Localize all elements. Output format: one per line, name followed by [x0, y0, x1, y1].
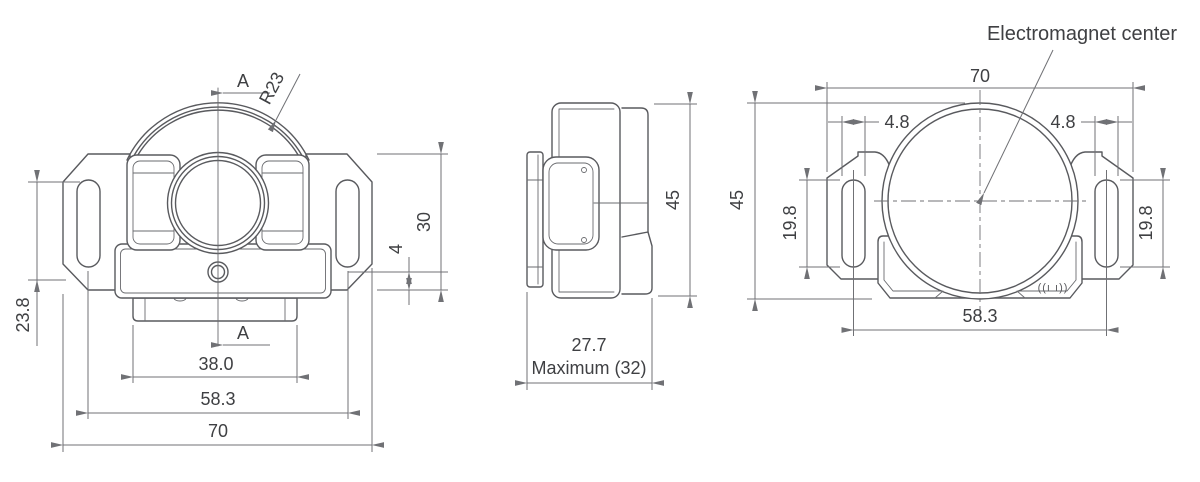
dim-slot-spacing: 58.3	[75, 271, 361, 419]
dim-overall-width: 70	[50, 268, 385, 452]
section-marker-top: A	[210, 71, 270, 96]
clamp-inner	[548, 162, 594, 245]
clamp-rivet	[581, 167, 587, 173]
channel-notch	[934, 290, 944, 299]
dim-slot-to-edge: 23.8	[13, 169, 80, 346]
dim-slot-width-right-label: 4.8	[1050, 112, 1075, 132]
dim-overall-width-label: 70	[970, 66, 990, 86]
dim-overall-width: 70	[814, 66, 1146, 172]
base-plate	[132, 297, 298, 322]
front-view: A R23 30 4 23	[13, 69, 448, 452]
dim-base-width: 38.0	[120, 325, 310, 383]
side-clamp-bracket	[542, 156, 600, 251]
dim-base-width-label: 38.0	[198, 354, 233, 374]
dim-depth: 27.7 Maximum (32)	[514, 292, 665, 390]
base-plate-notch	[235, 297, 249, 302]
section-marker-bottom: A	[210, 323, 270, 348]
radius-leader	[267, 73, 301, 133]
dim-slot-length-right-label: 19.8	[1136, 205, 1156, 240]
dim-flange-height: 30	[377, 141, 448, 303]
dim-depth-label: 27.7	[571, 335, 606, 355]
dim-slot-length-left: 19.8	[780, 167, 840, 280]
section-label-bottom: A	[237, 323, 249, 343]
dim-slot-length-left-label: 19.8	[780, 205, 800, 240]
center-callout: Electromagnet center	[976, 23, 1177, 206]
dim-height: 45	[654, 91, 697, 309]
dim-slot-to-edge-label: 23.8	[13, 297, 33, 332]
dim-slot-spacing-label: 58.3	[962, 306, 997, 326]
dim-step-label: 4	[386, 244, 406, 254]
dome-profile-upper	[621, 107, 649, 233]
side-view-geometry	[526, 102, 653, 299]
base-plate-outline	[132, 297, 298, 322]
dim-height-label: 45	[663, 190, 683, 210]
radius-label: R23	[255, 69, 288, 108]
section-label-top: A	[237, 71, 249, 91]
dim-slot-width-left-label: 4.8	[884, 112, 909, 132]
base-plate-notch	[173, 297, 187, 302]
dim-slot-width-left: 4.8	[828, 112, 910, 176]
dim-slot-spacing-label: 58.3	[200, 389, 235, 409]
dim-slot-spacing: 58.3	[841, 170, 1119, 336]
dome-profile-lower	[621, 231, 653, 295]
side-wing-plate	[526, 151, 544, 288]
rear-view-dimensions: Electromagnet center 70 4.8 4.8	[727, 23, 1177, 336]
dim-step: 4	[348, 244, 448, 305]
clamp-outline	[542, 156, 600, 251]
center-leader	[976, 49, 1054, 206]
left-wing-slot	[76, 179, 101, 268]
clamp-rivet	[581, 237, 587, 243]
channel-notch	[1016, 290, 1026, 299]
dim-flange-height-label: 30	[414, 212, 434, 232]
brand-mark: ((ı ı))	[1038, 282, 1069, 294]
dim-depth-max-label: Maximum (32)	[531, 358, 646, 378]
side-view: 45 27.7 Maximum (32)	[514, 91, 697, 390]
rear-view-geometry: ((ı ı))	[826, 90, 1134, 318]
front-view-geometry	[62, 87, 373, 347]
dim-overall-width-label: 70	[208, 421, 228, 441]
dim-slot-length-right: 19.8	[1120, 167, 1170, 280]
rear-view: ((ı ı)) Electromagnet center 70 4.8	[727, 23, 1177, 336]
dim-height: 45	[727, 90, 965, 312]
side-view-dimensions: 45 27.7 Maximum (32)	[514, 91, 697, 390]
dim-slot-width-right: 4.8	[1050, 112, 1132, 176]
electromagnet-center-label: Electromagnet center	[987, 23, 1177, 45]
right-wing-slot	[335, 179, 360, 268]
dim-height-label: 45	[727, 190, 747, 210]
